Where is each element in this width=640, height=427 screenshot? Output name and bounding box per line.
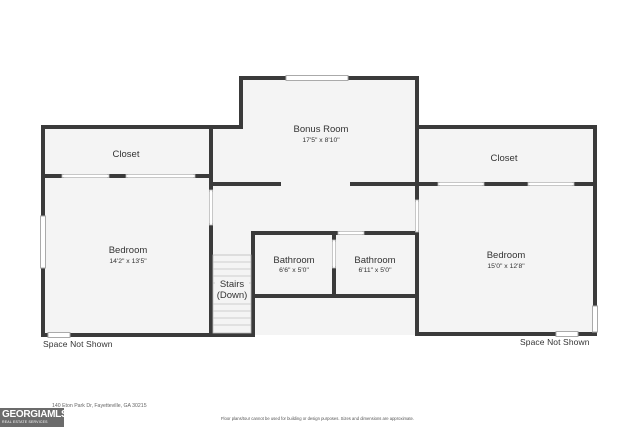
property-address: 140 Eton Park Dr, Fayetteville, GA 30215 xyxy=(52,403,147,409)
interior-walls xyxy=(43,126,595,337)
bathroom-2-dims: 6'11" x 5'0" xyxy=(359,267,393,274)
bonus-room-dims: 17'5" x 8'10" xyxy=(302,137,340,144)
exterior-walls xyxy=(41,76,597,337)
bedroom-left-dims: 14'2" x 13'5" xyxy=(109,258,147,265)
space-not-shown-right: Space Not Shown xyxy=(520,337,590,347)
logo-wordmark: GEORGIAMLS xyxy=(2,409,64,420)
bedroom-right-name: Bedroom xyxy=(487,250,526,261)
georgia-mls-logo: GEORGIAMLS REAL ESTATE SERVICES xyxy=(0,408,64,427)
bathroom-2-name: Bathroom xyxy=(354,255,395,266)
closet-right-name: Closet xyxy=(491,153,518,164)
bathroom-1-name: Bathroom xyxy=(273,255,314,266)
logo-tagline: REAL ESTATE SERVICES xyxy=(2,420,48,424)
stairs xyxy=(212,254,252,334)
bonus-room-name: Bonus Room xyxy=(294,124,349,135)
bedroom-left-name: Bedroom xyxy=(109,245,148,256)
stairs-direction-label: (Down) xyxy=(217,290,248,301)
closet-left-name: Closet xyxy=(113,149,140,160)
disclaimer-text: Floor plans/tour cannot be used for buil… xyxy=(221,416,414,421)
stairs-label: Stairs xyxy=(220,279,245,290)
floor-plan: Bonus Room 17'5" x 8'10" Closet Closet B… xyxy=(40,75,598,338)
windows xyxy=(40,75,598,338)
bathroom-1-dims: 6'6" x 5'0" xyxy=(279,267,309,274)
bedroom-right-dims: 15'0" x 12'8" xyxy=(487,263,525,270)
space-not-shown-left: Space Not Shown xyxy=(43,339,113,349)
